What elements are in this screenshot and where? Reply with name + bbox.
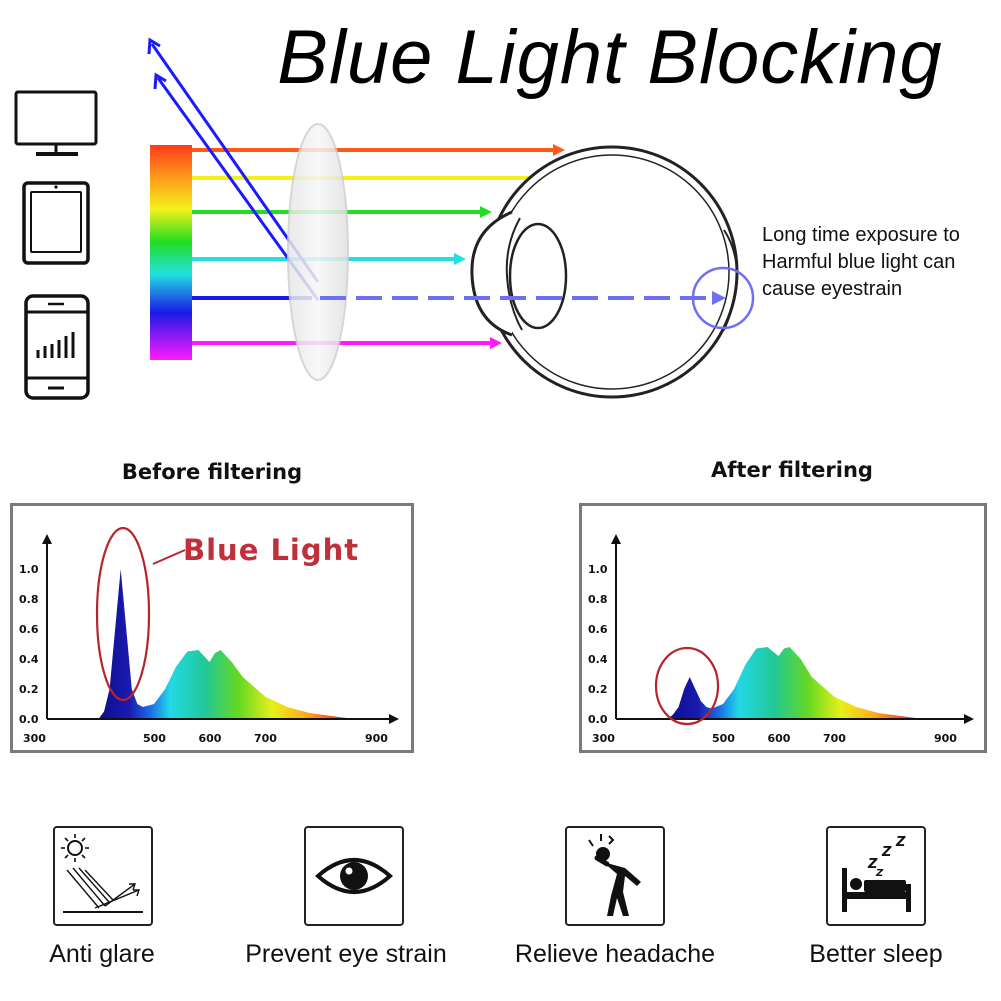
svg-text:Z: Z xyxy=(895,835,906,850)
blue-light-highlight xyxy=(654,646,720,726)
svg-text:Z: Z xyxy=(867,857,878,872)
y-tick-label: 0.8 xyxy=(19,593,39,606)
light-ray-arrowhead xyxy=(553,144,565,156)
y-tick-label: 0.4 xyxy=(19,653,39,666)
relieve-headache-label: Relieve headache xyxy=(514,940,716,968)
eye-illustration xyxy=(470,145,739,399)
anti-glare-box xyxy=(53,826,153,926)
x-tick-label: 700 xyxy=(823,732,846,745)
y-tick-label: 0.2 xyxy=(588,683,608,696)
page-title: Blue Light Blocking xyxy=(277,15,943,100)
y-tick-label: 1.0 xyxy=(588,563,608,576)
annotation-leader xyxy=(152,549,186,565)
prevent-eye-strain-label: Prevent eye strain xyxy=(245,940,447,968)
x-tick-label: 700 xyxy=(254,732,277,745)
light-spectrum-source xyxy=(150,145,192,360)
y-tick-label: 0.0 xyxy=(588,713,608,726)
relieve-headache-box xyxy=(565,826,665,926)
x-tick-label: 300 xyxy=(23,732,46,745)
prevent-eye-strain-box xyxy=(304,826,404,926)
blue-light-filter-lens xyxy=(287,123,349,381)
light-ray-arrowhead xyxy=(490,337,502,349)
y-tick-label: 1.0 xyxy=(19,563,39,576)
light-ray-arrowhead xyxy=(480,206,492,218)
x-axis-arrow xyxy=(964,714,974,724)
light-ray-arrowhead xyxy=(454,253,466,265)
y-tick-label: 0.8 xyxy=(588,593,608,606)
blue-light-diagram xyxy=(14,37,755,400)
y-tick-label: 0.2 xyxy=(19,683,39,696)
x-tick-label: 500 xyxy=(143,732,166,745)
x-tick-label: 500 xyxy=(712,732,735,745)
after-filtering-chart: 0.0 0.2 0.4 0.6 0.8 1.0 300 500 600 700 900 xyxy=(579,503,987,753)
sun-glare-icon xyxy=(61,834,143,913)
tablet-icon xyxy=(22,181,90,265)
headache-person-icon xyxy=(588,834,641,916)
better-sleep-box: Z Z Z Z xyxy=(826,826,926,926)
warning-line-1: Long time exposure to xyxy=(762,224,960,246)
anti-glare-label: Anti glare xyxy=(49,940,155,968)
warning-line-2: Harmful blue light can xyxy=(762,251,956,273)
y-tick-label: 0.6 xyxy=(19,623,39,636)
sleeping-bed-icon: Z Z Z Z xyxy=(842,835,911,912)
warning-line-3: cause eyestrain xyxy=(762,278,903,300)
eye-icon xyxy=(314,858,394,894)
x-tick-label: 300 xyxy=(592,732,615,745)
x-axis-arrow xyxy=(389,714,399,724)
x-tick-label: 900 xyxy=(934,732,957,745)
x-tick-label: 900 xyxy=(365,732,388,745)
y-tick-label: 0.6 xyxy=(588,623,608,636)
y-axis-arrow xyxy=(42,534,52,544)
before-filtering-title: Before filtering xyxy=(121,460,303,484)
eyestrain-warning: Long time exposure to Harmful blue light… xyxy=(762,222,998,303)
y-tick-label: 0.4 xyxy=(588,653,608,666)
x-tick-label: 600 xyxy=(199,732,222,745)
spectrum-area xyxy=(98,569,354,719)
spectrum-area xyxy=(667,647,923,719)
svg-text:Z: Z xyxy=(875,868,884,879)
y-tick-label: 0.0 xyxy=(19,713,39,726)
smartphone-icon xyxy=(24,294,90,400)
after-chart-plot: 0.0 0.2 0.4 0.6 0.8 1.0 300 500 600 700 900 xyxy=(588,534,974,745)
blue-light-highlight xyxy=(95,526,151,702)
monitor-icon xyxy=(14,90,98,156)
before-filtering-chart: 0.0 0.2 0.4 0.6 0.8 1.0 300 500 600 700 900 Blue Li… xyxy=(10,503,414,753)
blue-light-annotation: Blue Light xyxy=(183,533,359,567)
harmful-blue-ray xyxy=(320,266,755,330)
before-chart-plot: 0.0 0.2 0.4 0.6 0.8 1.0 300 500 600 700 900 Blue Li… xyxy=(19,526,399,745)
after-filtering-title: After filtering xyxy=(711,458,873,482)
x-tick-label: 600 xyxy=(768,732,791,745)
y-axis-arrow xyxy=(611,534,621,544)
better-sleep-label: Better sleep xyxy=(809,940,943,968)
svg-text:Z: Z xyxy=(881,845,892,860)
